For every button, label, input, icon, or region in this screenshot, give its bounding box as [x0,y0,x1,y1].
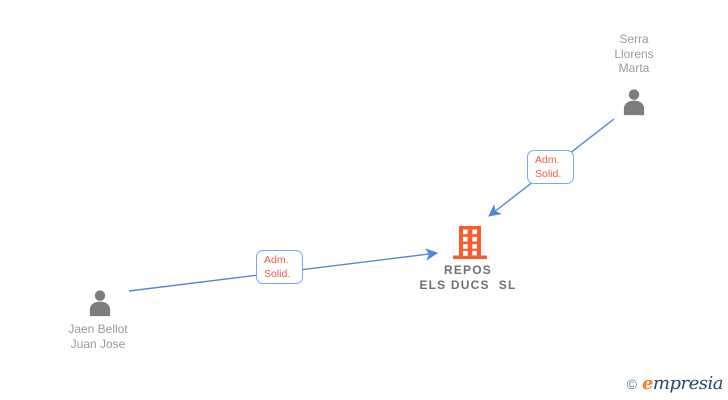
node-label-repos-els-ducs-sl[interactable]: REPOS ELS DUCS SL [419,263,517,292]
empresia-logo-initial: e [641,373,653,394]
node-label-serra-llorens-marta[interactable]: Serra Llorens Marta [614,32,654,75]
person-icon[interactable] [85,288,115,317]
person-silhouette-icon [623,89,645,116]
building-icon[interactable] [452,226,488,259]
empresia-logo: empresia [641,373,724,394]
company-building-icon [453,226,487,259]
person-icon[interactable] [619,87,649,116]
edge-label-adm-solid-jaen: Adm. Solid. [256,250,303,284]
node-label-jaen-bellot-juan-jose[interactable]: Jaen Bellot Juan Jose [68,322,128,351]
empresia-logo-rest: mpresia [652,373,724,394]
edge-label-adm-solid-serra: Adm. Solid. [527,150,574,184]
empresia-watermark-link[interactable]: © empresia [626,373,724,394]
copyright-icon: © [626,375,637,392]
person-silhouette-icon [89,290,111,317]
